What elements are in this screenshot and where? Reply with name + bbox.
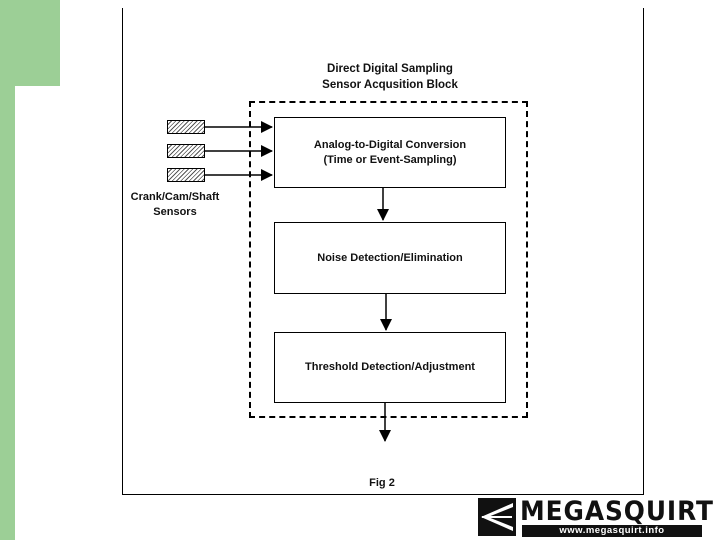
logo-emblem-icon <box>478 498 516 536</box>
sensor-caption-line1: Crank/Cam/Shaft <box>130 191 220 203</box>
figure-frame <box>122 8 644 495</box>
sensor-caption-line2: Sensors <box>153 206 197 218</box>
figure-caption: Fig 2 <box>369 477 395 489</box>
stage-threshold-label: Threshold Detection/Adjustment <box>305 361 475 373</box>
stage-noise-label: Noise Detection/Elimination <box>317 251 463 264</box>
stage-adc-box: Analog-to-Digital Conversion (Time or Ev… <box>274 117 506 188</box>
side-accent-bar <box>0 86 15 540</box>
stage-noise-box: Noise Detection/Elimination <box>274 222 506 294</box>
megasquirt-logo: MEGASQUIRT www.megasquirt.info <box>478 498 713 538</box>
block-title-line1: Direct Digital Sampling <box>327 63 453 75</box>
sensor-chip-icon <box>167 144 205 158</box>
sensor-chip-icon <box>167 120 205 134</box>
logo-url: www.megasquirt.info <box>522 525 702 537</box>
sensor-caption: Crank/Cam/Shaft Sensors <box>130 190 220 220</box>
acquisition-block-boundary <box>249 101 528 418</box>
stage-threshold-box: Threshold Detection/Adjustment <box>274 332 506 403</box>
block-title-line2: Sensor Acqusition Block <box>322 79 458 91</box>
sensor-chip-icon <box>167 168 205 182</box>
stage-adc-line1: Analog-to-Digital Conversion <box>313 138 467 151</box>
side-accent-block <box>0 0 60 86</box>
block-title: Direct Digital Sampling Sensor Acqusitio… <box>270 61 510 93</box>
logo-wordmark: MEGASQUIRT <box>520 496 714 527</box>
stage-adc-line2: (Time or Event-Sampling) <box>323 153 457 166</box>
